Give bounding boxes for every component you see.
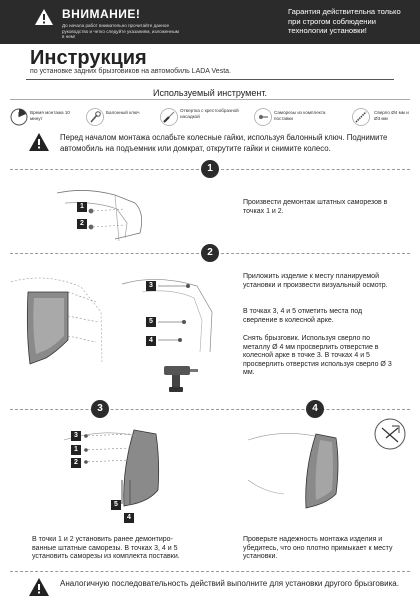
clock-icon bbox=[10, 108, 28, 126]
tool-label-wrench: Балонный ключ bbox=[106, 110, 140, 115]
tool-label-screwdriver: Отвертка с крестообразной насадкой bbox=[180, 108, 239, 119]
step-4-illustration bbox=[247, 433, 339, 509]
footer-warning-icon bbox=[29, 578, 49, 596]
marker-3: 3 bbox=[146, 281, 156, 291]
warning-subtitle: До начала работ внимательно прочитайте д… bbox=[62, 23, 179, 40]
step-2-text-a: Приложить изделие к месту планируемой ус… bbox=[243, 273, 388, 289]
marker-5: 5 bbox=[146, 317, 156, 327]
step-2-badge: 2 bbox=[201, 244, 219, 262]
tools-row: Время монтажа 10 минут Балонный ключ Отв… bbox=[8, 108, 409, 128]
marker-2: 2 bbox=[77, 219, 87, 229]
marker-3b: 3 bbox=[71, 431, 81, 441]
step-2-text-c: Снять брызговик. Используя сверло по мет… bbox=[243, 335, 392, 377]
tool-label-screws: Саморезы из комплекта поставки bbox=[274, 110, 326, 121]
screws-icon bbox=[254, 108, 272, 126]
warning-triangle-icon bbox=[35, 9, 53, 25]
tool-label-drill: Сверло Ø4 мм и Ø3 мм bbox=[374, 110, 409, 121]
wrench-icon bbox=[86, 108, 104, 126]
guarantee-text: Гарантия действительна только при строго… bbox=[288, 7, 401, 36]
title-divider bbox=[26, 79, 394, 80]
step-3-text: В точки 1 и 2 установить ранее демонтиро… bbox=[32, 536, 180, 561]
drill-icon bbox=[164, 366, 198, 392]
marker-2b: 2 bbox=[71, 458, 81, 468]
page-title: Инструкция bbox=[30, 47, 147, 69]
tools-divider bbox=[10, 99, 410, 100]
step-1-text: Произвести демонтаж штатных саморезов в … bbox=[243, 199, 388, 215]
step-3-badge: 3 bbox=[91, 400, 109, 418]
notice-text: Перед началом монтажа ослабьте колесные … bbox=[60, 133, 388, 153]
footer-divider bbox=[10, 571, 410, 572]
step-4-text: Проверьте надежность монтажа изделия и у… bbox=[243, 536, 393, 561]
marker-5b: 5 bbox=[111, 500, 121, 510]
screwdriver-icon bbox=[160, 108, 178, 126]
step-1-badge: 1 bbox=[201, 160, 219, 178]
step-2-arch-illustration bbox=[122, 279, 213, 353]
footer-notice: Аналогичную последовательность действий … bbox=[60, 579, 399, 588]
marker-4b: 4 bbox=[124, 513, 134, 523]
step-3-illustration bbox=[64, 429, 160, 507]
step-4-badge: 4 bbox=[306, 400, 324, 418]
tool-label-time: Время монтажа 10 минут bbox=[30, 110, 70, 121]
step-1-illustration bbox=[56, 190, 143, 242]
page-subtitle: по установке задних брызговиков на автом… bbox=[30, 68, 231, 75]
notice-warning-icon bbox=[29, 133, 49, 151]
marker-1: 1 bbox=[77, 202, 87, 212]
step-3-4-divider bbox=[10, 409, 410, 410]
tools-heading: Используемый инструмент. bbox=[153, 88, 267, 98]
drill-bit-icon bbox=[352, 108, 370, 126]
marker-4: 4 bbox=[146, 336, 156, 346]
inspection-icon bbox=[374, 418, 406, 450]
marker-1b: 1 bbox=[71, 445, 81, 455]
step-2-flap-illustration bbox=[10, 277, 103, 365]
step-2-text-b: В точках 3, 4 и 5 отметить места под све… bbox=[243, 308, 363, 324]
warning-header: ВНИМАНИЕ! До начала работ внимательно пр… bbox=[0, 0, 420, 44]
warning-title: ВНИМАНИЕ! bbox=[62, 7, 141, 21]
